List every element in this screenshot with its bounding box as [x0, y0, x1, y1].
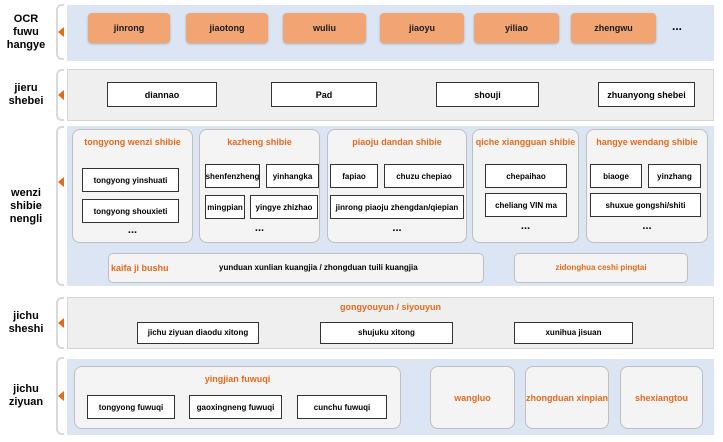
row-label-access: jieru shebei [8, 82, 44, 107]
row-marker-icon [58, 27, 64, 37]
servers-title: yingjian fuwuqi [204, 374, 271, 384]
row-bracket [56, 126, 64, 286]
server-high-performance[interactable]: gaoxingneng fuwuqi [189, 395, 282, 419]
item-general-handwriting[interactable]: tongyong shouxieti [82, 199, 179, 223]
server-general[interactable]: tongyong fuwuqi [87, 395, 175, 419]
infra-band: gongyouyun / siyouyun jichu ziyuan diaod… [67, 297, 714, 349]
infra-scheduling[interactable]: jichu ziyuan diaodu xitong [137, 322, 259, 344]
resource-camera[interactable]: shexiangtou [620, 366, 703, 429]
hardware-servers-group: yingjian fuwuqi tongyong fuwuqi gaoxingn… [74, 366, 401, 429]
group-title: kazheng shibie [227, 137, 292, 147]
item-financial-bill[interactable]: jinrong piaoju zhengdan/qiepian [330, 195, 464, 219]
item-bank-card[interactable]: yinhangka [266, 164, 319, 188]
group-title: piaoju dandan shibie [352, 137, 442, 147]
item-taxi-receipt[interactable]: chuzu chepiao [384, 164, 464, 188]
row-bracket [56, 297, 64, 349]
item-business-license[interactable]: yingye zhizhao [250, 195, 318, 219]
row-label-industry: OCR fuwu hangye [6, 12, 46, 51]
group-bills: piaoju dandan shibie fapiao chuzu chepia… [327, 129, 467, 243]
row-marker-icon [58, 318, 64, 328]
group-cards: kazheng shibie shenfenzheng yinhangka mi… [199, 129, 320, 243]
framework-label: yunduan xunlian kuangjia / zhongduan tui… [219, 263, 418, 272]
resource-chip-label: zhongduan xinpian [526, 392, 608, 403]
device-computer[interactable]: diannao [107, 82, 217, 107]
row-marker-icon [58, 177, 64, 187]
item-license-plate[interactable]: chepaihao [485, 164, 567, 188]
group-vehicle: qiche xiangguan shibie chepaihao chelian… [472, 129, 579, 243]
item-vin-code[interactable]: cheliang VIN ma [485, 193, 567, 217]
row-marker-icon [58, 391, 64, 401]
server-storage[interactable]: cunchu fuwuqi [297, 395, 387, 419]
row-bracket [56, 69, 64, 121]
item-math-formula[interactable]: shuxue gongshi/shiti [590, 193, 701, 217]
industries-more: ... [672, 19, 683, 33]
item-seal[interactable]: yinzhang [648, 164, 701, 188]
industry-transport[interactable]: jiaotong [186, 13, 268, 43]
cloud-label: gongyouyun / siyouyun [340, 302, 441, 312]
group-general-text: tongyong wenzi shibie tongyong yinshuati… [72, 129, 193, 243]
group-title: hangye wendang shibie [596, 137, 698, 147]
resource-network-label: wangluo [454, 392, 491, 403]
row-label-recognition: wenzi shibie nengli [9, 186, 43, 225]
resource-network[interactable]: wangluo [430, 366, 515, 429]
group-industry-docs: hangye wendang shibie biaoge yinzhang sh… [586, 129, 708, 243]
group-more: ... [254, 222, 265, 234]
item-id-card[interactable]: shenfenzheng [205, 164, 260, 188]
row-marker-icon [58, 90, 64, 100]
item-table[interactable]: biaoge [590, 164, 642, 188]
row-bracket [56, 357, 64, 435]
row-label-infra: jichu sheshi [8, 310, 44, 335]
industry-medical[interactable]: yiliao [474, 13, 559, 43]
industry-government[interactable]: zhengwu [571, 13, 656, 43]
industry-logistics[interactable]: wuliu [283, 13, 366, 43]
recognition-band: tongyong wenzi shibie tongyong yinshuati… [67, 126, 714, 286]
infra-virtualization[interactable]: xunihua jisuan [514, 322, 633, 344]
device-special[interactable]: zhuanyong shebei [598, 82, 695, 107]
access-band: diannao Pad shouji zhuanyong shebei [67, 69, 714, 121]
industry-education[interactable]: jiaoyu [380, 13, 464, 43]
item-business-card[interactable]: mingpian [205, 195, 245, 219]
dev-deploy-box: kaifa ji bushu yunduan xunlian kuangjia … [108, 253, 484, 283]
auto-test-platform[interactable]: zidonghua ceshi pingtai [514, 253, 688, 283]
group-title: tongyong wenzi shibie [84, 137, 181, 147]
resource-terminal-chip[interactable]: zhongduan xinpian [525, 366, 609, 429]
dev-deploy-label: kaifa ji bushu [111, 263, 169, 273]
item-general-print[interactable]: tongyong yinshuati [82, 168, 179, 192]
group-more: ... [392, 222, 402, 234]
industry-band: jinrong jiaotong wuliu jiaoyu yiliao zhe… [67, 5, 714, 61]
industry-finance[interactable]: jinrong [88, 13, 170, 43]
infra-database[interactable]: shujuku xitong [320, 322, 453, 344]
device-pad[interactable]: Pad [271, 82, 377, 107]
device-phone[interactable]: shouji [436, 82, 539, 107]
item-invoice[interactable]: fapiao [330, 164, 378, 188]
group-title: qiche xiangguan shibie [475, 137, 576, 147]
row-bracket [56, 4, 64, 60]
group-more: ... [642, 220, 652, 232]
resources-band: yingjian fuwuqi tongyong fuwuqi gaoxingn… [67, 359, 714, 435]
auto-test-label: zidonghua ceshi pingtai [555, 263, 647, 272]
group-more: ... [127, 224, 138, 236]
resource-camera-label: shexiangtou [634, 392, 688, 403]
group-more: ... [520, 220, 531, 232]
row-label-resources: jichu ziyuan [8, 383, 44, 408]
